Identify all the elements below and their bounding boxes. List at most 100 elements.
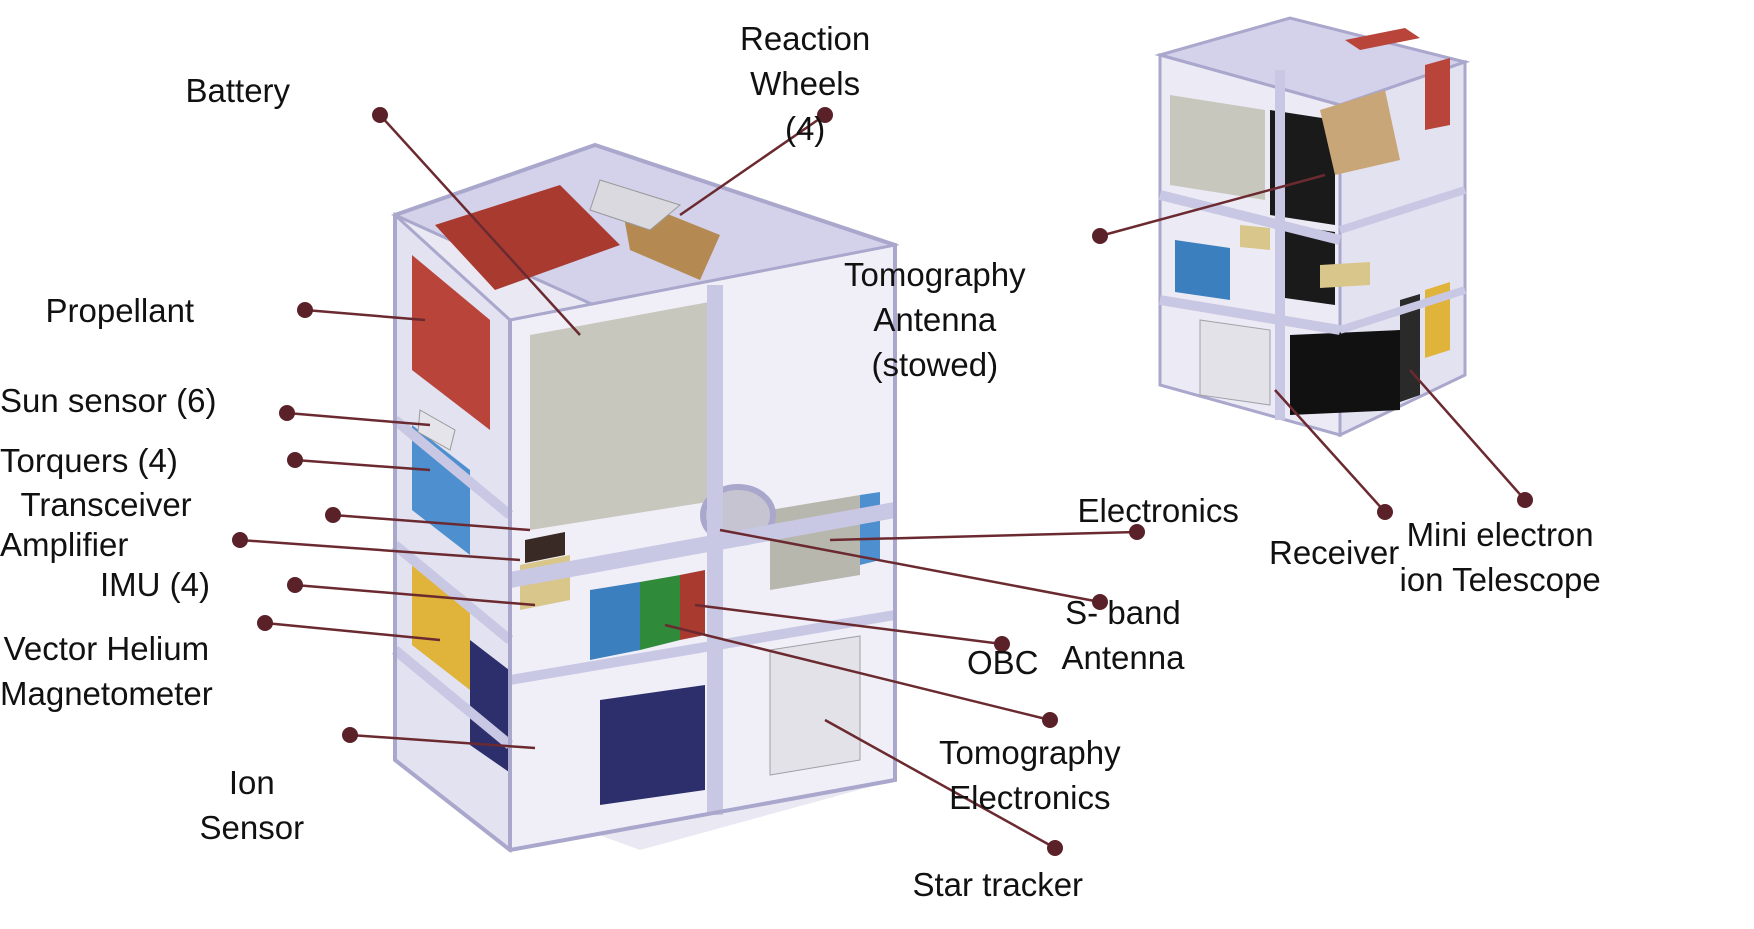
leader-receiver — [1274, 389, 1386, 513]
small-antenna-block — [1320, 90, 1400, 175]
label-tomography-electronics: Tomography Electronics — [939, 730, 1121, 820]
ion-sensor-front — [600, 685, 705, 805]
label-reaction-wheels-line: Wheels — [750, 65, 861, 102]
frame-strut — [509, 610, 896, 685]
label-imu: IMU (4) — [100, 566, 210, 603]
receiver-mesh — [1199, 319, 1271, 406]
leader-sun-sensor — [286, 411, 431, 427]
leader-tomography-electronics — [664, 623, 1051, 722]
small-red-side — [1425, 58, 1450, 130]
dot-tomography-electronics — [1042, 712, 1058, 728]
leader-s-band — [719, 528, 1101, 604]
frame-outline — [393, 142, 897, 853]
grey-panel — [530, 300, 720, 530]
small-frame-strut — [1158, 190, 1342, 245]
label-ion-sensor-line: Ion — [228, 764, 275, 801]
dot-ion-sensor — [342, 727, 358, 743]
dot-battery — [372, 107, 388, 123]
small-red-top — [1345, 28, 1420, 50]
small-gold-block — [1240, 225, 1270, 250]
small-frame-strut — [1338, 186, 1467, 234]
leader-battery — [379, 114, 581, 336]
label-s-band-line: S- band — [1065, 594, 1181, 631]
dot-transceiver — [325, 507, 341, 523]
label-star-tracker: Star tracker — [912, 866, 1084, 903]
label-tomography-antenna-line: Tomography — [844, 256, 1026, 293]
electronics-blue — [860, 492, 880, 565]
label-tomography-electronics-line: Tomography — [939, 734, 1121, 771]
dot-propellant — [297, 302, 313, 318]
board-green — [640, 575, 680, 650]
leader-torquers — [294, 458, 431, 472]
leader-reaction-wheels — [679, 113, 826, 217]
dot-magnetometer — [257, 615, 273, 631]
label-battery: Battery — [185, 72, 291, 109]
label-s-band-antenna: S- band Antenna — [1062, 590, 1185, 680]
label-torquers: Torquers (4) — [0, 442, 178, 479]
dot-electronics — [1129, 524, 1145, 540]
leader-tomography-antenna — [1099, 173, 1326, 238]
leader-dots — [232, 107, 1533, 856]
label-magnetometer-line: Magnetometer — [0, 675, 213, 712]
label-tomography-electronics-line: Electronics — [949, 779, 1111, 816]
label-reaction-wheels-line: Reaction — [740, 20, 871, 57]
label-tomography-antenna: Tomography Antenna (stowed) — [844, 252, 1026, 387]
dot-obc — [994, 636, 1010, 652]
dot-star-tracker — [1047, 840, 1063, 856]
label-propellant: Propellant — [45, 292, 195, 329]
leader-transceiver — [332, 513, 531, 532]
label-mini-telescope-line: ion Telescope — [1399, 561, 1601, 598]
label-receiver: Receiver — [1269, 534, 1400, 571]
dot-torquers — [287, 452, 303, 468]
small-dark-panel — [1270, 110, 1335, 225]
leader-electronics — [829, 530, 1138, 542]
battery-pack — [435, 185, 620, 290]
small-cubesat — [1154, 16, 1471, 438]
reaction-wheel-mesh — [589, 179, 682, 231]
propellant-tank — [412, 255, 490, 430]
label-s-band-line: Antenna — [1061, 639, 1185, 676]
dot-s-band — [1092, 594, 1108, 610]
small-frame-strut — [1338, 286, 1467, 334]
label-ion-sensor-line: Sensor — [199, 809, 305, 846]
label-mini-telescope-line: Mini electron — [1406, 516, 1594, 553]
frame-strut — [391, 416, 514, 519]
small-black-panel — [1290, 330, 1400, 415]
dot-tomography-antenna — [1092, 228, 1108, 244]
leader-lines — [239, 113, 1526, 850]
small-gold-block-2 — [1320, 262, 1370, 288]
dot-amplifier — [232, 532, 248, 548]
label-reaction-wheels-line: (4) — [784, 110, 826, 147]
board-blue — [590, 582, 640, 660]
label-vector-helium-magnetometer: Vector Helium Magnetometer — [0, 626, 213, 716]
label-obc: OBC — [967, 644, 1039, 681]
label-mini-electron-ion-telescope: Mini electron ion Telescope — [1400, 512, 1601, 602]
dot-mini-telescope — [1517, 492, 1533, 508]
label-reaction-wheels: Reaction Wheels (4) — [740, 16, 870, 151]
leader-amplifier — [239, 538, 521, 562]
small-frame-strut — [1159, 295, 1341, 335]
leader-mini-telescope — [1409, 369, 1526, 501]
label-amplifier: Amplifier — [0, 526, 129, 563]
transceiver-block — [525, 532, 565, 563]
leader-propellant — [304, 308, 426, 322]
label-magnetometer-line: Vector Helium — [3, 630, 210, 667]
large-cubesat — [390, 142, 900, 854]
frame-strut — [508, 502, 897, 588]
leader-ion-sensor — [349, 733, 536, 750]
label-transceiver: Transceiver — [20, 486, 192, 523]
small-grey-panel — [1170, 95, 1265, 200]
dot-receiver — [1377, 504, 1393, 520]
label-tomography-antenna-line: Antenna — [873, 301, 997, 338]
dot-imu — [287, 577, 303, 593]
star-tracker-mesh — [769, 635, 861, 776]
dot-sun-sensor — [279, 405, 295, 421]
label-ion-sensor: Ion Sensor — [200, 760, 305, 850]
label-electronics: Electronics — [1077, 492, 1239, 529]
torquer-panel — [412, 425, 470, 555]
leader-magnetometer — [264, 621, 441, 642]
small-blue-panel — [1175, 240, 1230, 300]
leader-obc — [694, 603, 1003, 646]
label-sun-sensor: Sun sensor (6) — [0, 382, 217, 419]
obc-board — [680, 570, 705, 640]
